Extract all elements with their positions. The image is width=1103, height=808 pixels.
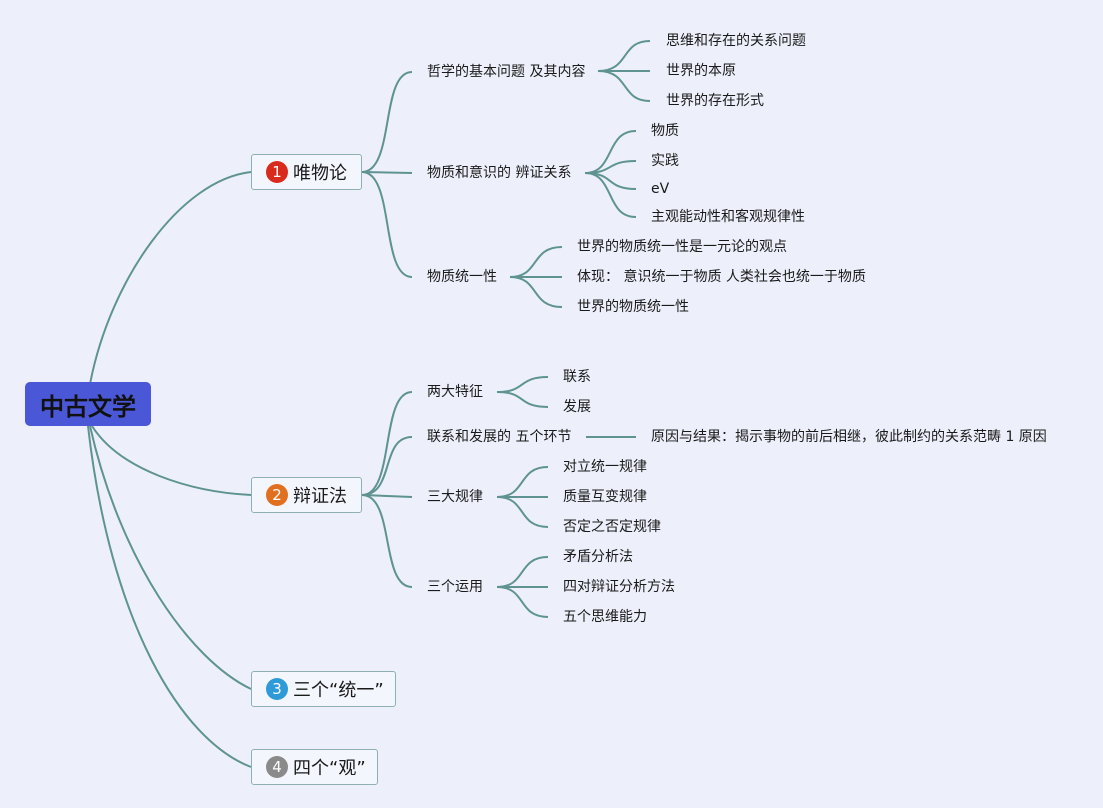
branch-3-label: 三个“统一” <box>293 680 384 701</box>
b2-s2-item-1[interactable]: 原因与结果：揭示事物的前后相继，彼此制约的关系范畴 1 原因 <box>651 429 1047 445</box>
branch-3-node[interactable]: 3 三个“统一” <box>251 671 396 707</box>
b1-s2-item-3[interactable]: eV <box>651 181 670 197</box>
link-b2s3-i1 <box>496 466 549 498</box>
link-b2s1-i1 <box>496 376 549 393</box>
link-b2-s2 <box>361 436 413 496</box>
b2-s3-item-1[interactable]: 对立统一规律 <box>563 459 647 475</box>
b2-sub-2[interactable]: 联系和发展的 五个环节 <box>427 429 572 445</box>
b1-s1-item-2[interactable]: 世界的本原 <box>666 63 736 79</box>
link-b2-s1 <box>361 391 413 496</box>
branch-2-node[interactable]: 2 辩证法 <box>251 477 362 513</box>
b1-s3-item-3[interactable]: 世界的物质统一性 <box>577 299 689 315</box>
number-4-icon: 4 <box>266 756 288 778</box>
link-s2-i1 <box>584 130 637 174</box>
link-root-b4 <box>87 425 252 768</box>
b1-s1-item-3[interactable]: 世界的存在形式 <box>666 93 764 109</box>
link-root-b3 <box>89 425 252 690</box>
branch-1-label: 唯物论 <box>293 163 347 184</box>
b1-sub-1[interactable]: 哲学的基本问题 及其内容 <box>427 64 586 80</box>
link-b1-s2 <box>361 171 413 174</box>
b2-sub-4[interactable]: 三个运用 <box>427 579 483 595</box>
link-b2-s3 <box>361 494 413 498</box>
link-b2s1-i2 <box>496 391 549 408</box>
branch-4-label: 四个“观” <box>293 758 366 779</box>
b2-sub-1[interactable]: 两大特征 <box>427 384 483 400</box>
b2-s1-item-2[interactable]: 发展 <box>563 399 591 415</box>
root-node[interactable]: 中古文学 <box>25 382 151 426</box>
number-1-icon: 1 <box>266 161 288 183</box>
b1-s2-item-2[interactable]: 实践 <box>651 153 679 169</box>
branch-1-node[interactable]: 1 唯物论 <box>251 154 362 190</box>
link-b2s3-i3 <box>496 496 549 528</box>
link-root-b2 <box>91 425 252 496</box>
b1-s2-item-4[interactable]: 主观能动性和客观规律性 <box>651 209 805 225</box>
branch-2-label: 辩证法 <box>293 486 347 507</box>
b1-sub-2[interactable]: 物质和意识的 辨证关系 <box>427 165 572 181</box>
link-b2s4-i1 <box>496 556 549 588</box>
root-label: 中古文学 <box>40 392 136 421</box>
link-s1-i1 <box>597 40 651 72</box>
link-s3-i1 <box>509 246 563 278</box>
number-3-icon: 3 <box>266 678 288 700</box>
link-s1-i3 <box>597 70 651 102</box>
link-b1-s1 <box>361 71 413 173</box>
branch-4-node[interactable]: 4 四个“观” <box>251 749 378 785</box>
link-b2s4-i3 <box>496 586 549 618</box>
link-root-b1 <box>89 171 252 385</box>
b1-s2-item-1[interactable]: 物质 <box>651 123 679 139</box>
b2-sub-3[interactable]: 三大规律 <box>427 489 483 505</box>
b2-s3-item-3[interactable]: 否定之否定规律 <box>563 519 661 535</box>
b1-s3-item-2[interactable]: 体现： 意识统一于物质 人类社会也统一于物质 <box>577 269 866 285</box>
b1-sub-3[interactable]: 物质统一性 <box>427 269 497 285</box>
link-s3-i3 <box>509 276 563 308</box>
b2-s1-item-1[interactable]: 联系 <box>563 369 591 385</box>
b2-s4-item-3[interactable]: 五个思维能力 <box>563 609 647 625</box>
link-b1-s3 <box>361 171 413 278</box>
b2-s3-item-2[interactable]: 质量互变规律 <box>563 489 647 505</box>
b1-s3-item-1[interactable]: 世界的物质统一性是一元论的观点 <box>577 239 787 255</box>
b2-s4-item-2[interactable]: 四对辩证分析方法 <box>563 579 675 595</box>
number-2-icon: 2 <box>266 484 288 506</box>
link-s2-i3 <box>584 172 637 190</box>
link-s2-i4 <box>584 172 637 218</box>
link-b2-s4 <box>361 494 413 588</box>
b2-s4-item-1[interactable]: 矛盾分析法 <box>563 549 633 565</box>
b1-s1-item-1[interactable]: 思维和存在的关系问题 <box>666 33 806 49</box>
